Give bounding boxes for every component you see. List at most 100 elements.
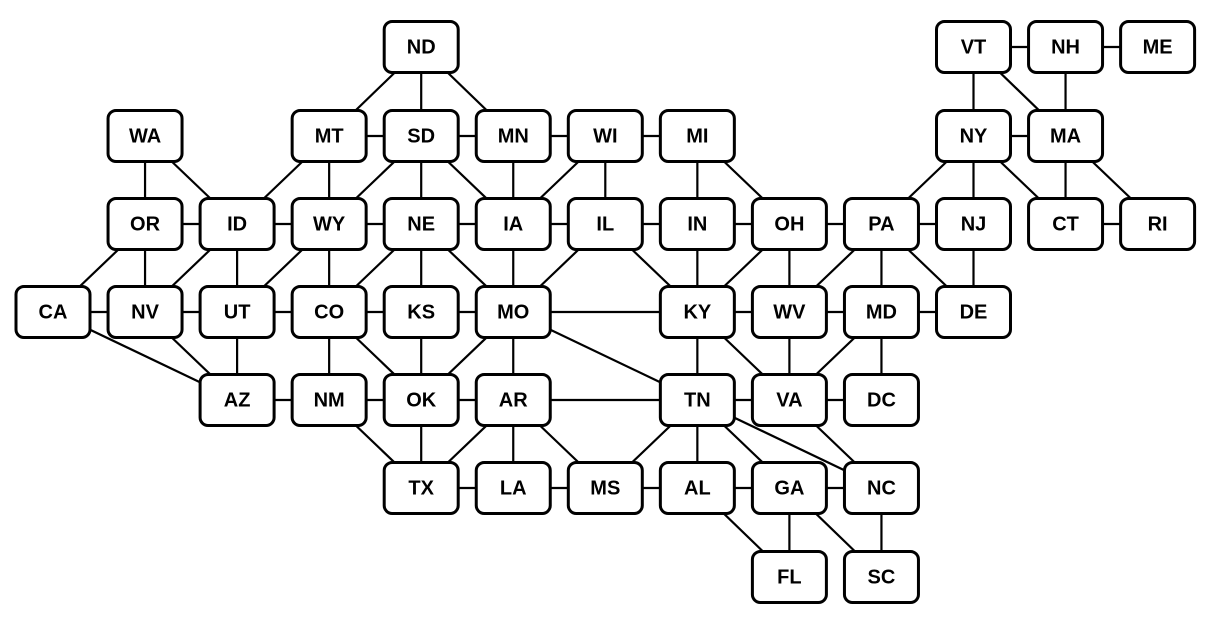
state-node-ne: NE <box>382 197 460 251</box>
state-node-de: DE <box>935 285 1012 339</box>
state-label: LA <box>500 477 527 499</box>
state-box <box>935 285 1012 339</box>
state-node-la: LA <box>474 461 552 515</box>
state-box <box>198 373 276 427</box>
state-label: NJ <box>961 213 987 235</box>
state-box <box>474 109 552 163</box>
state-label: CA <box>39 301 68 323</box>
state-box <box>1027 109 1105 163</box>
state-box <box>566 461 644 515</box>
state-label: OR <box>130 213 161 235</box>
state-node-vt: VT <box>935 20 1012 74</box>
state-label: ND <box>407 36 436 58</box>
state-box <box>382 197 460 251</box>
state-node-in: IN <box>658 197 736 251</box>
state-box <box>842 285 920 339</box>
state-node-wi: WI <box>566 109 644 163</box>
state-box <box>106 197 184 251</box>
state-label: MT <box>315 125 344 147</box>
state-node-ct: CT <box>1027 197 1105 251</box>
state-node-nc: NC <box>842 461 920 515</box>
state-node-wa: WA <box>106 109 184 163</box>
state-label: VT <box>961 36 987 58</box>
state-box <box>658 373 736 427</box>
state-box <box>198 197 276 251</box>
state-node-id: ID <box>198 197 276 251</box>
state-box <box>198 285 276 339</box>
state-label: NC <box>867 477 896 499</box>
state-box <box>566 197 644 251</box>
state-label: GA <box>774 477 804 499</box>
state-node-az: AZ <box>198 373 276 427</box>
state-node-ma: MA <box>1027 109 1105 163</box>
state-box <box>935 20 1012 74</box>
state-box <box>474 461 552 515</box>
state-node-fl: FL <box>750 550 828 604</box>
state-node-sd: SD <box>382 109 460 163</box>
state-node-nm: NM <box>290 373 368 427</box>
state-label: IN <box>687 213 707 235</box>
state-label: NE <box>407 213 435 235</box>
state-box <box>106 285 184 339</box>
state-box <box>290 109 368 163</box>
state-label: MN <box>498 125 529 147</box>
state-label: CT <box>1052 213 1079 235</box>
state-node-nv: NV <box>106 285 184 339</box>
state-box <box>658 197 736 251</box>
state-node-ri: RI <box>1119 197 1197 251</box>
state-label: DE <box>960 301 988 323</box>
state-box <box>1119 20 1197 74</box>
state-node-nd: ND <box>382 20 460 74</box>
state-label: FL <box>777 566 801 588</box>
state-label: OK <box>406 389 437 411</box>
state-node-nh: NH <box>1027 20 1105 74</box>
state-node-va: VA <box>750 373 828 427</box>
state-node-ok: OK <box>382 373 460 427</box>
state-node-co: CO <box>290 285 368 339</box>
state-label: CO <box>314 301 344 323</box>
state-label: WY <box>313 213 346 235</box>
state-node-ms: MS <box>566 461 644 515</box>
state-box <box>750 461 828 515</box>
state-label: NH <box>1051 36 1080 58</box>
state-label: SC <box>868 566 896 588</box>
state-label: NV <box>131 301 159 323</box>
state-node-ca: CA <box>14 285 92 339</box>
state-node-pa: PA <box>842 197 920 251</box>
state-box <box>474 373 552 427</box>
state-box <box>382 461 460 515</box>
state-label: VA <box>776 389 802 411</box>
state-box <box>750 550 828 604</box>
state-box <box>290 197 368 251</box>
state-box <box>935 197 1012 251</box>
state-box <box>382 373 460 427</box>
state-label: NY <box>960 125 988 147</box>
state-label: MS <box>590 477 620 499</box>
state-node-il: IL <box>566 197 644 251</box>
state-label: WV <box>773 301 806 323</box>
state-label: UT <box>224 301 251 323</box>
state-label: MI <box>686 125 708 147</box>
state-box <box>474 285 552 339</box>
state-label: SD <box>407 125 435 147</box>
state-node-mo: MO <box>474 285 552 339</box>
state-node-ks: KS <box>382 285 460 339</box>
state-box <box>382 20 460 74</box>
state-label: KY <box>683 301 711 323</box>
state-node-tn: TN <box>658 373 736 427</box>
state-node-md: MD <box>842 285 920 339</box>
state-label: KS <box>407 301 435 323</box>
state-label: AZ <box>224 389 251 411</box>
state-box <box>842 461 920 515</box>
state-box <box>935 109 1012 163</box>
state-label: RI <box>1148 213 1168 235</box>
state-box <box>1027 197 1105 251</box>
state-node-or: OR <box>106 197 184 251</box>
state-label: ID <box>227 213 247 235</box>
state-box <box>474 197 552 251</box>
state-box <box>290 285 368 339</box>
state-label: TX <box>408 477 434 499</box>
state-box <box>750 285 828 339</box>
